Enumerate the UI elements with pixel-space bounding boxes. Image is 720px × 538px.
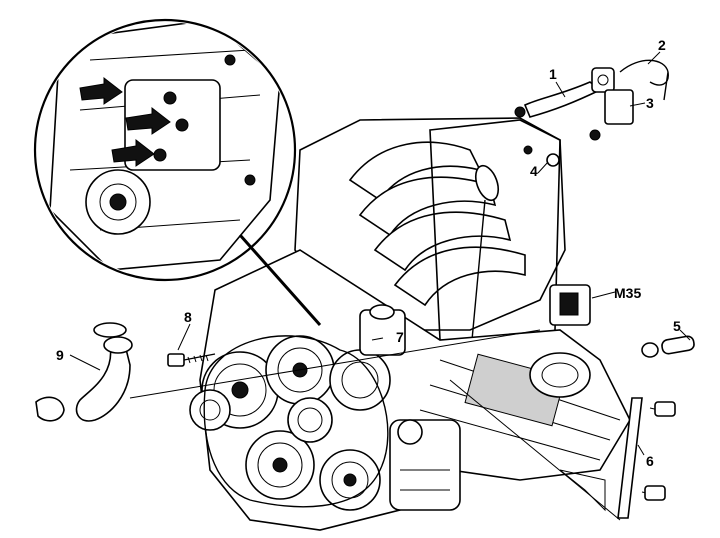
intake-manifold [348, 141, 526, 307]
engine-assembly [35, 59, 695, 531]
callout-6: 6 [646, 453, 654, 469]
callout-9: 9 [56, 347, 64, 363]
coolant-reservoir [359, 304, 406, 356]
callout-7: 7 [396, 329, 404, 345]
vacuum-hose [523, 67, 615, 118]
hose-clip [619, 59, 669, 101]
callout-2: 2 [658, 37, 666, 53]
dipstick [471, 164, 500, 341]
detail-inset [33, 18, 322, 326]
leader-lines [69, 51, 691, 456]
callout-1: 1 [549, 66, 557, 82]
hose-5 [641, 335, 695, 358]
starter-motor [529, 352, 591, 398]
arrow-icon [79, 76, 123, 105]
bolt [167, 353, 216, 367]
coolant-hose [35, 322, 133, 422]
callout-8: 8 [184, 309, 192, 325]
ac-compressor [389, 419, 461, 511]
accessory-drive [189, 335, 391, 511]
arrow-icon [125, 106, 171, 135]
callout-5: 5 [673, 318, 681, 334]
arrow-icon [111, 138, 155, 167]
callout-3: 3 [646, 95, 654, 111]
callout-labels: 1 2 3 4 5 6 7 8 9 M35 [56, 37, 681, 469]
callout-4: 4 [530, 163, 538, 179]
support-bracket [559, 397, 676, 519]
bracket [604, 89, 634, 125]
callout-M35: M35 [614, 285, 641, 301]
